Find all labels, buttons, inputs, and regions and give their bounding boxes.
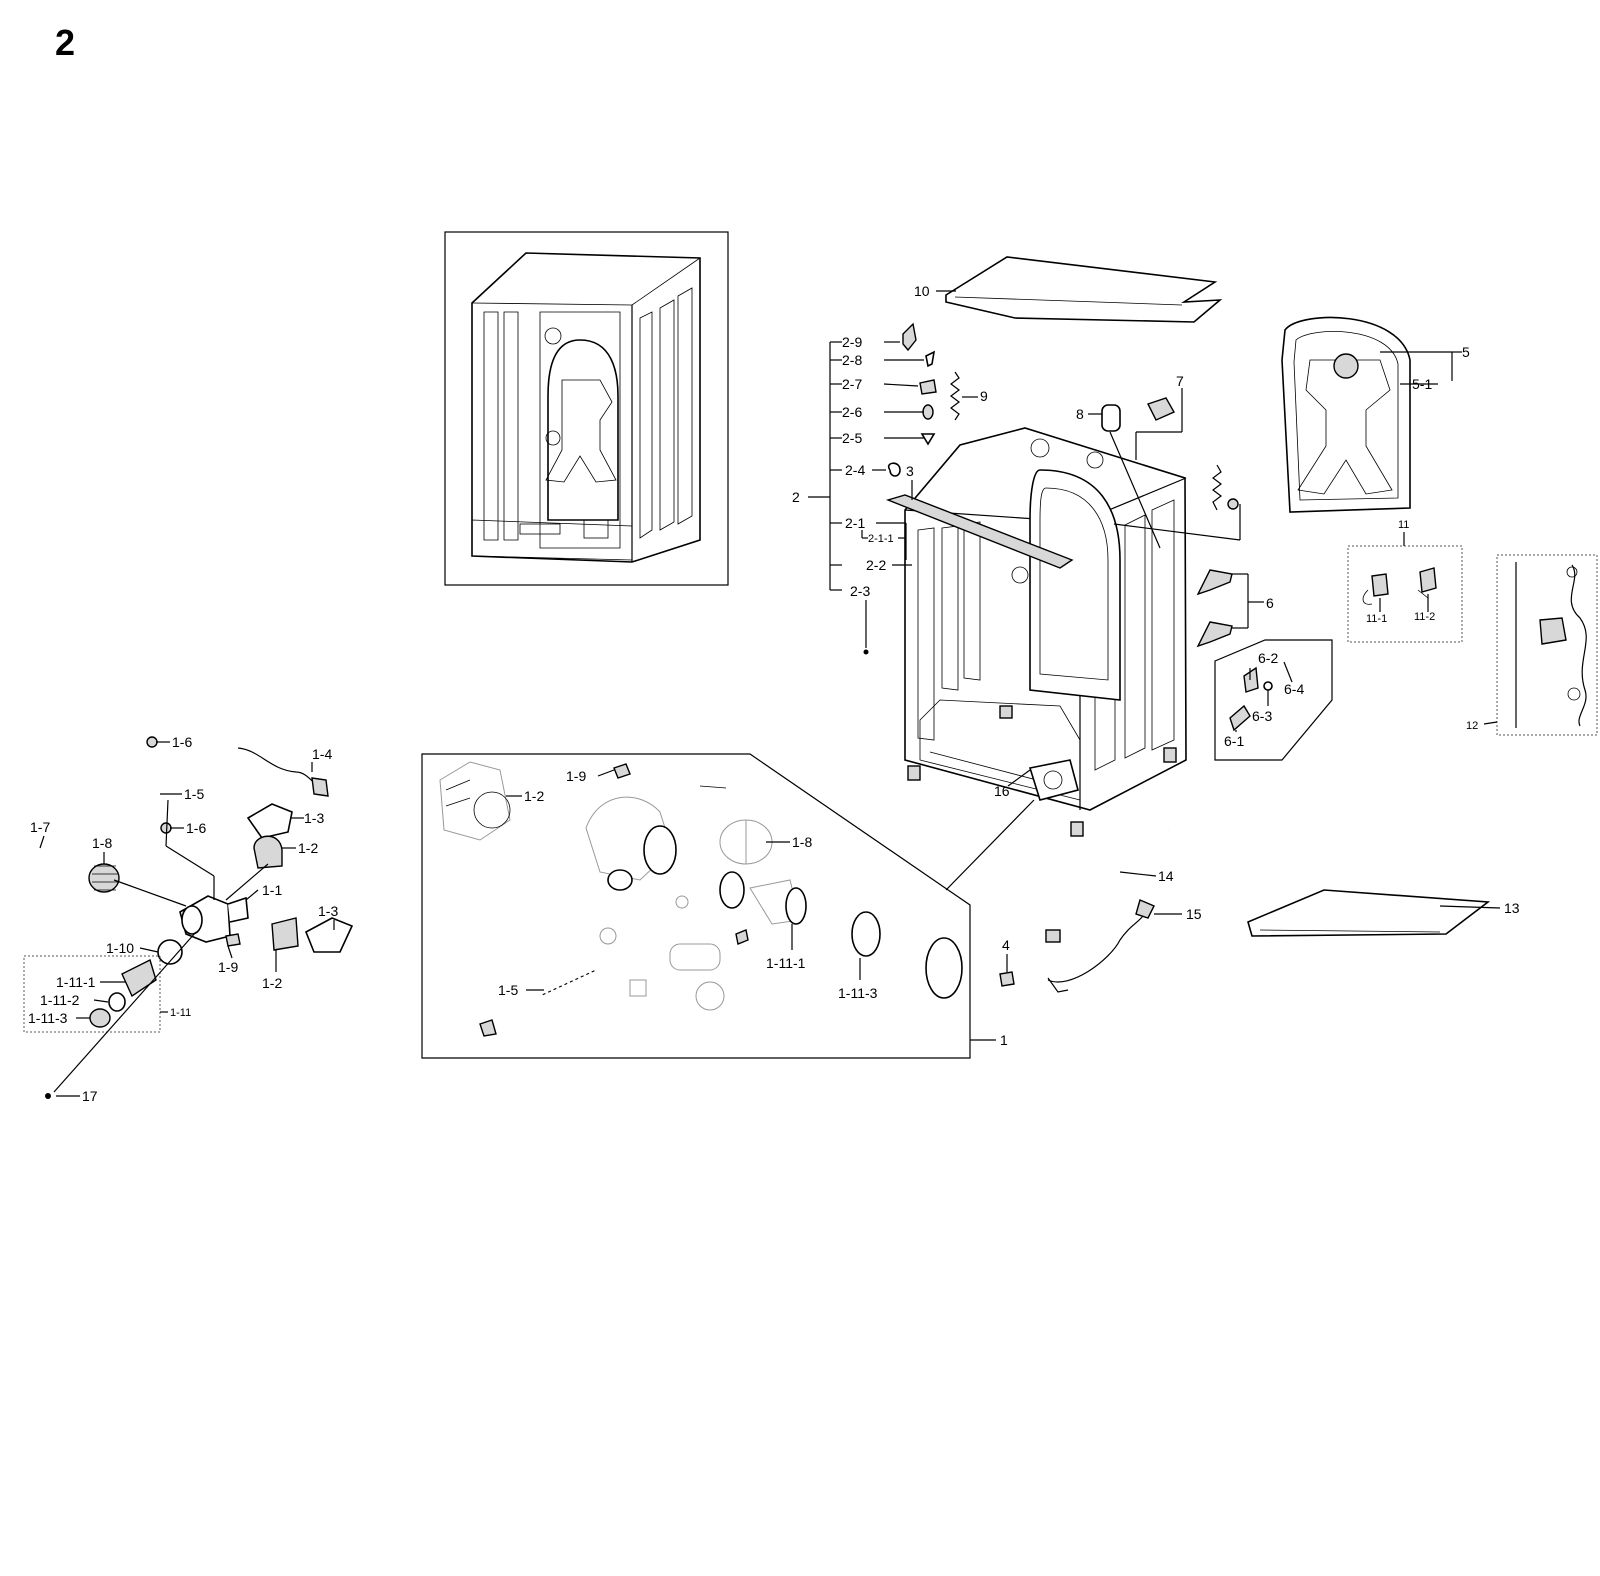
label-2-1-1: 2-1-1 [868, 533, 894, 545]
parts-box-6 [1214, 639, 1333, 761]
label-5: 5 [1462, 344, 1470, 360]
pump-label-1-3-top: 1-3 [304, 810, 324, 826]
label-2-3: 2-3 [850, 583, 870, 599]
label-11-1: 11-1 [1366, 613, 1387, 625]
pump-label-1-5: 1-5 [184, 786, 204, 802]
pump-label-1-9: 1-9 [218, 959, 238, 975]
label-11: 11 [1398, 519, 1409, 531]
pump-label-1-11: 1-11 [170, 1007, 191, 1019]
label-10: 10 [914, 283, 930, 299]
parts-box-11 [1347, 545, 1463, 643]
lower-right-parts [999, 829, 1491, 993]
pump-label-1-11-1: 1-11-1 [56, 974, 96, 990]
label-4: 4 [1002, 937, 1010, 953]
wire-harness-box-12 [1496, 554, 1598, 736]
label-15: 15 [1186, 906, 1202, 922]
pump-label-17: 17 [82, 1088, 98, 1104]
label-7: 7 [1176, 373, 1184, 389]
page-number: 2 [55, 22, 76, 63]
pump-label-1-8: 1-8 [92, 835, 112, 851]
label-6-3: 6-3 [1252, 708, 1272, 724]
pump-label-1-2-top: 1-2 [298, 840, 318, 856]
label-6-4: 6-4 [1284, 681, 1304, 697]
part-labels: 10 2-9 2-8 2-7 9 2-6 2-5 2-4 3 2 2-1 2-1… [28, 283, 1520, 1104]
pump-label-1-4: 1-4 [312, 746, 332, 762]
cabinet-frame [885, 256, 1223, 837]
rear-view-inset [444, 231, 729, 586]
label-2-4: 2-4 [845, 462, 865, 478]
label-3: 3 [906, 463, 914, 479]
label-16: 16 [994, 783, 1010, 799]
label-11-2: 11-2 [1414, 611, 1435, 623]
label-2-9: 2-9 [842, 334, 862, 350]
pump-label-1-10: 1-10 [106, 940, 134, 956]
inset-label-1-11-3: 1-11-3 [838, 985, 878, 1001]
pump-label-1-11-2: 1-11-2 [40, 992, 80, 1008]
label-8: 8 [1076, 406, 1084, 422]
inset-label-1-8: 1-8 [792, 834, 812, 850]
label-13: 13 [1504, 900, 1520, 916]
label-2-5: 2-5 [842, 430, 862, 446]
label-1: 1 [1000, 1032, 1008, 1048]
label-12: 12 [1466, 720, 1478, 732]
pump-label-1-11-3: 1-11-3 [28, 1010, 68, 1026]
pump-label-1-7: 1-7 [30, 819, 50, 835]
pump-label-1-2-bottom: 1-2 [262, 975, 282, 991]
pump-label-1-6-top: 1-6 [172, 734, 192, 750]
label-2: 2 [792, 489, 800, 505]
label-14: 14 [1158, 868, 1174, 884]
rear-cover-part [1281, 316, 1411, 513]
pump-label-1-3-bottom: 1-3 [318, 903, 338, 919]
inset-label-1-9: 1-9 [566, 768, 586, 784]
label-5-1: 5-1 [1412, 376, 1432, 392]
label-6-1: 6-1 [1224, 733, 1244, 749]
drain-pump-assembly [9, 736, 354, 1099]
label-2-2: 2-2 [866, 557, 886, 573]
label-9: 9 [980, 388, 988, 404]
label-6-2: 6-2 [1258, 650, 1278, 666]
leader-lines [39, 290, 1501, 1097]
label-2-7: 2-7 [842, 376, 862, 392]
label-2-8: 2-8 [842, 352, 862, 368]
label-6: 6 [1266, 595, 1274, 611]
label-2-1: 2-1 [845, 515, 865, 531]
label-2-6: 2-6 [842, 404, 862, 420]
pump-detail-inset [421, 753, 971, 1059]
inset-label-1-11-1: 1-11-1 [766, 955, 806, 971]
inset-label-1-2: 1-2 [524, 788, 544, 804]
inset-label-1-5: 1-5 [498, 982, 518, 998]
pump-label-1-6-bottom: 1-6 [186, 820, 206, 836]
pump-label-1-1: 1-1 [262, 882, 282, 898]
frame-hardware-parts [863, 322, 1293, 732]
